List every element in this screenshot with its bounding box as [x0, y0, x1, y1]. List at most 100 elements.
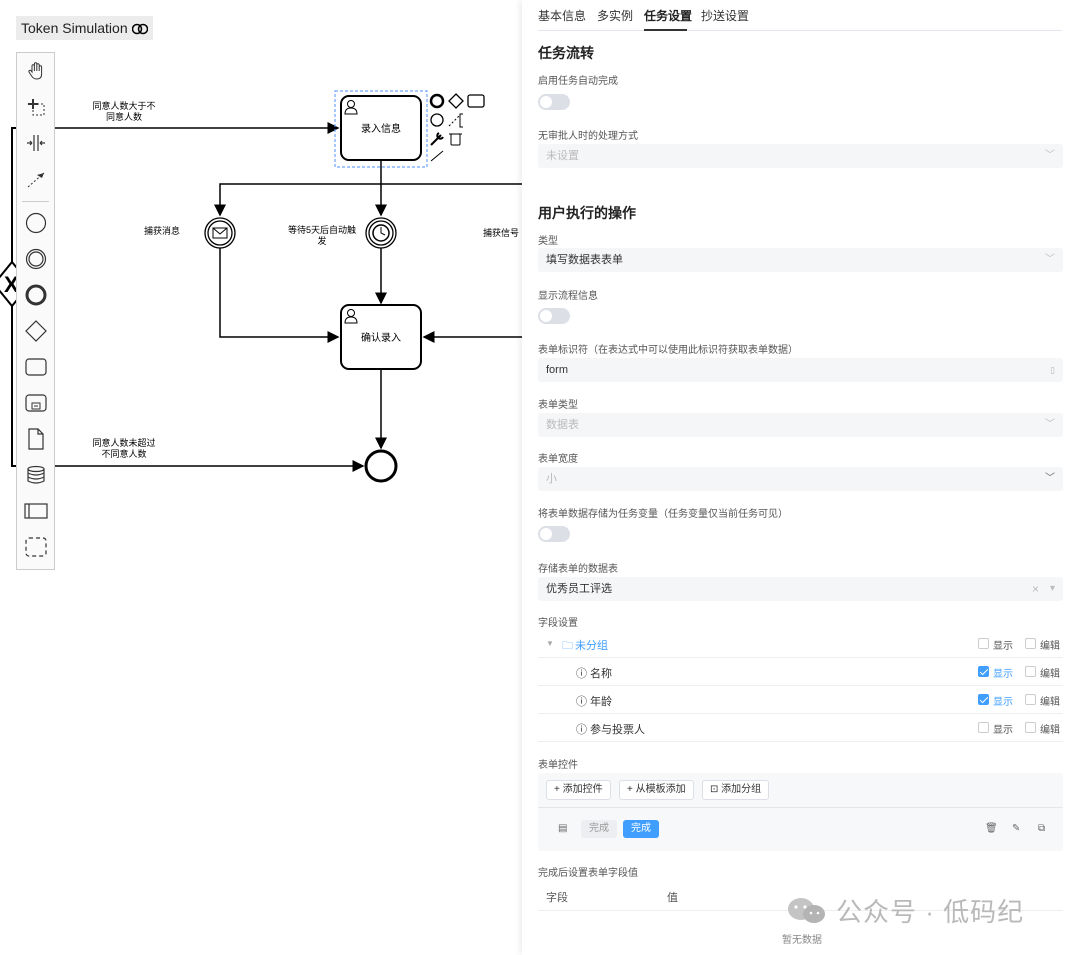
tab-cc-settings[interactable]: 抄送设置 — [701, 9, 750, 23]
field-row-voters[interactable]: ⓘ 参与投票人 显示 编辑 — [538, 714, 1063, 742]
field-show-checkbox[interactable] — [978, 666, 989, 677]
folder-icon: 🗀 — [562, 640, 573, 652]
event-signal-label: 捕获信号 — [483, 227, 519, 238]
field-row-age[interactable]: ⓘ 年龄 显示 编辑 — [538, 686, 1063, 714]
hand-tool-icon[interactable] — [17, 55, 54, 87]
close-icon[interactable]: × — [1031, 582, 1039, 596]
store-table-label: 存储表单的数据表 — [538, 564, 618, 575]
event-timer-label-2: 发 — [317, 235, 326, 246]
start-event-icon[interactable] — [17, 207, 54, 239]
show-flow-switch[interactable] — [538, 308, 570, 324]
field-name: 名称 — [590, 668, 612, 680]
auto-complete-switch[interactable] — [538, 94, 570, 110]
form-controls-label: 表单控件 — [538, 760, 578, 771]
end-event-icon[interactable] — [17, 279, 54, 311]
caret-down-icon: ▾ — [1049, 583, 1055, 594]
after-complete-label: 完成后设置表单字段值 — [538, 868, 638, 879]
field-show-checkbox[interactable] — [978, 722, 989, 733]
info-icon: ⓘ — [576, 668, 587, 680]
group-name: 未分组 — [575, 640, 608, 652]
chevron-down-icon: ﹀ — [1045, 419, 1055, 430]
type-select[interactable]: 填写数据表表单 ﹀ — [538, 248, 1063, 272]
copy-icon[interactable]: ⧉ — [1038, 823, 1046, 834]
wechat-icon — [788, 898, 825, 923]
document-icon: ▤ — [558, 823, 568, 834]
task-icon[interactable] — [17, 351, 54, 383]
gateway-icon[interactable] — [17, 315, 54, 347]
no-approver-select[interactable]: 未设置 ﹀ — [538, 144, 1063, 168]
subprocess-icon[interactable] — [17, 387, 54, 419]
field-edit-checkbox[interactable] — [1025, 722, 1036, 733]
document-icon: ▯ — [1050, 365, 1055, 375]
tool-palette — [16, 52, 55, 570]
tab-multi-instance[interactable]: 多实例 — [597, 9, 634, 23]
add-from-template-button[interactable]: + 从模板添加 — [619, 780, 694, 800]
flow-label-bottom-2: 不同意人数 — [101, 448, 146, 459]
form-key-input[interactable]: form ▯ — [538, 358, 1063, 382]
form-width-value: 小 — [546, 473, 557, 485]
type-label: 类型 — [538, 236, 558, 247]
tab-basic-info[interactable]: 基本信息 — [538, 9, 587, 23]
store-var-label: 将表单数据存储为任务变量（任务变量仅当前任务可见） — [538, 509, 788, 520]
active-tab-indicator — [644, 29, 687, 31]
pool-icon[interactable] — [17, 495, 54, 527]
info-icon: ⓘ — [576, 696, 587, 708]
token-simulation-label: Token Simulation — [21, 20, 128, 36]
info-icon: ⓘ — [576, 724, 587, 736]
chevron-down-icon: ﹀ — [1045, 254, 1055, 265]
section-user-action-title: 用户执行的操作 — [538, 205, 636, 221]
type-value: 填写数据表表单 — [546, 254, 623, 266]
form-type-value: 数据表 — [546, 419, 579, 431]
trash-icon[interactable]: 🗑 — [985, 823, 998, 834]
store-table-select[interactable]: 优秀员工评选 × ▾ — [538, 577, 1063, 601]
no-data-text: 暂无数据 — [782, 935, 822, 946]
auto-complete-label: 启用任务自动完成 — [538, 76, 618, 87]
data-object-icon[interactable] — [17, 423, 54, 455]
field-row-name[interactable]: ⓘ 名称 显示 编辑 — [538, 658, 1063, 686]
group-edit-checkbox[interactable] — [1025, 638, 1036, 649]
properties-panel: 基本信息 多实例 任务设置 抄送设置 任务流转 启用任务自动完成 无审批人时的处… — [522, 0, 1080, 955]
column-value: 值 — [667, 892, 678, 904]
flow-label-bottom-1: 同意人数未超过 — [92, 437, 155, 448]
lasso-tool-icon[interactable] — [17, 91, 54, 123]
tab-task-settings[interactable]: 任务设置 — [644, 9, 693, 23]
form-type-select[interactable]: 数据表 ﹀ — [538, 413, 1063, 437]
store-var-switch[interactable] — [538, 526, 570, 542]
flow-label-top-2: 同意人数 — [106, 111, 142, 122]
add-control-button[interactable]: + 添加控件 — [546, 780, 611, 800]
field-name: 参与投票人 — [590, 724, 645, 736]
timer-catch-event — [365, 217, 397, 249]
space-tool-icon[interactable] — [17, 127, 54, 159]
field-edit-checkbox[interactable] — [1025, 666, 1036, 677]
group-show-checkbox[interactable] — [978, 638, 989, 649]
caret-down-icon[interactable]: ▼ — [546, 639, 554, 648]
intermediate-event-icon[interactable] — [17, 243, 54, 275]
form-key-value: form — [546, 364, 568, 376]
complete-button-primary[interactable]: 完成 — [623, 820, 659, 838]
task-confirm-label: 确认录入 — [361, 331, 401, 344]
token-simulation-toggle[interactable]: Token Simulation — [16, 16, 153, 40]
bpmn-canvas[interactable]: X 同意人数大于不 同意人数 录入信息 — [0, 0, 522, 955]
no-approver-value: 未设置 — [546, 150, 579, 162]
group-show-label: 显示 — [993, 641, 1013, 652]
field-group-row[interactable]: ▼ 🗀 未分组 显示 编辑 — [538, 630, 1063, 658]
bpmn-diagram[interactable]: X 同意人数大于不 同意人数 录入信息 — [0, 0, 522, 955]
user-task-icon — [344, 100, 358, 115]
sequence-flow-branch — [214, 183, 522, 217]
add-group-button[interactable]: ⊡ 添加分组 — [702, 780, 770, 800]
section-task-flow-title: 任务流转 — [538, 45, 594, 61]
end-event — [364, 449, 398, 483]
field-show-checkbox[interactable] — [978, 694, 989, 705]
data-store-icon[interactable] — [17, 459, 54, 491]
edit-icon[interactable]: ✎ — [1012, 823, 1021, 834]
add-group-label: 添加分组 — [721, 784, 762, 795]
field-edit-checkbox[interactable] — [1025, 694, 1036, 705]
form-width-select[interactable]: 小 ﹀ — [538, 467, 1063, 491]
connect-tool-icon[interactable] — [17, 163, 54, 195]
user-task-icon — [344, 309, 358, 324]
group-edit-label: 编辑 — [1040, 641, 1060, 652]
complete-button-secondary[interactable]: 完成 — [581, 820, 617, 838]
group-icon[interactable] — [17, 531, 54, 563]
column-field: 字段 — [546, 892, 568, 904]
field-edit-label: 编辑 — [1040, 725, 1060, 736]
